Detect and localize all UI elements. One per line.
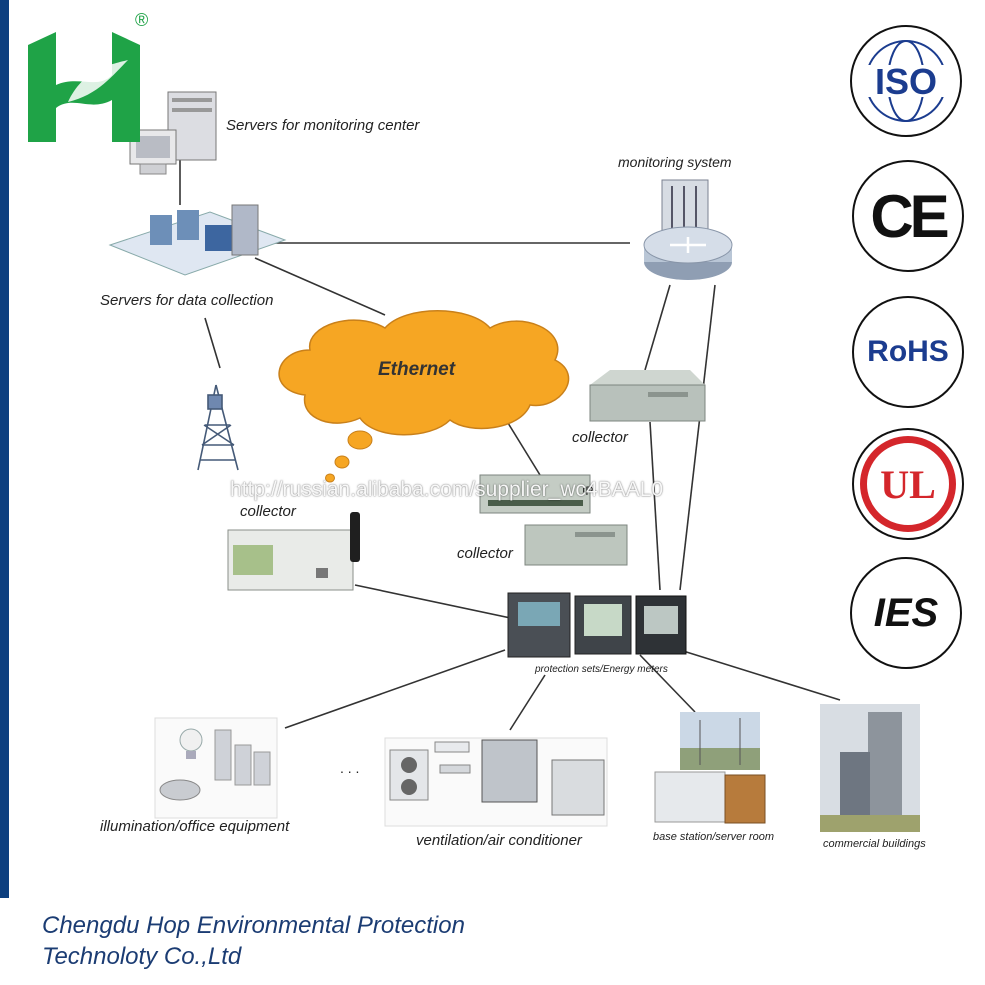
base-station-icon [654, 712, 766, 824]
label-ip: IP [582, 484, 594, 498]
label-monitoring-system: monitoring system [618, 154, 732, 170]
footer-banner: Chengdu Hop Environmental Protection Tec… [0, 898, 985, 985]
label-collector-left: collector [240, 503, 296, 520]
label-collector-middle: collector [457, 545, 513, 562]
watermark-url: http://russian.alibaba.com/supplier_wc4B… [230, 478, 664, 501]
ce-mark-icon: CE [852, 160, 964, 272]
ies-icon: IES [850, 557, 962, 669]
collector-device-icon [589, 370, 706, 422]
left-accent-bar [0, 0, 9, 985]
cert-ce-text: CE [870, 182, 949, 250]
wireless-collector-device-icon [227, 512, 360, 591]
cert-rohs-text: RoHS [867, 335, 949, 368]
cert-ul-text: UL [880, 461, 936, 507]
company-name-line2: Technoloty Co.,Ltd [42, 943, 242, 970]
monitoring-router-icon [643, 179, 733, 280]
commercial-building-icon [820, 704, 920, 832]
ethernet-cloud-icon [278, 310, 570, 483]
label-illumination: illumination/office equipment [100, 818, 290, 835]
company-logo [28, 32, 140, 142]
company-name-line1: Chengdu Hop Environmental Protection [42, 912, 465, 939]
registered-mark: ® [135, 10, 149, 30]
antenna-tower-icon [197, 384, 239, 471]
office-equipment-icon [154, 717, 278, 819]
ellipsis: . . . [340, 760, 360, 776]
monitoring-server-icon [129, 91, 217, 175]
label-monitoring-servers: Servers for monitoring center [226, 117, 420, 134]
label-data-servers: Servers for data collection [100, 292, 274, 309]
label-ethernet: Ethernet [378, 359, 456, 380]
label-protection-sets: protection sets/Energy meters [535, 664, 668, 675]
label-ventilation: ventilation/air conditioner [416, 832, 582, 849]
iso-globe-icon: ISO [850, 25, 962, 137]
label-commercial-buildings: commercial buildings [823, 838, 926, 850]
data-collection-server-icon [108, 204, 287, 276]
cert-iso-text: ISO [875, 61, 937, 102]
energy-meters-icon [507, 592, 687, 658]
air-conditioner-icon [384, 737, 608, 827]
label-collector-right: collector [572, 429, 628, 446]
cert-ies-text: IES [873, 590, 939, 635]
label-base-station: base station/server room [653, 831, 775, 843]
ul-mark-icon: UL [852, 428, 964, 540]
connection-lines [179, 160, 841, 731]
rohs-icon: RoHS [852, 296, 964, 408]
ip-collector-device-icon [479, 474, 628, 566]
